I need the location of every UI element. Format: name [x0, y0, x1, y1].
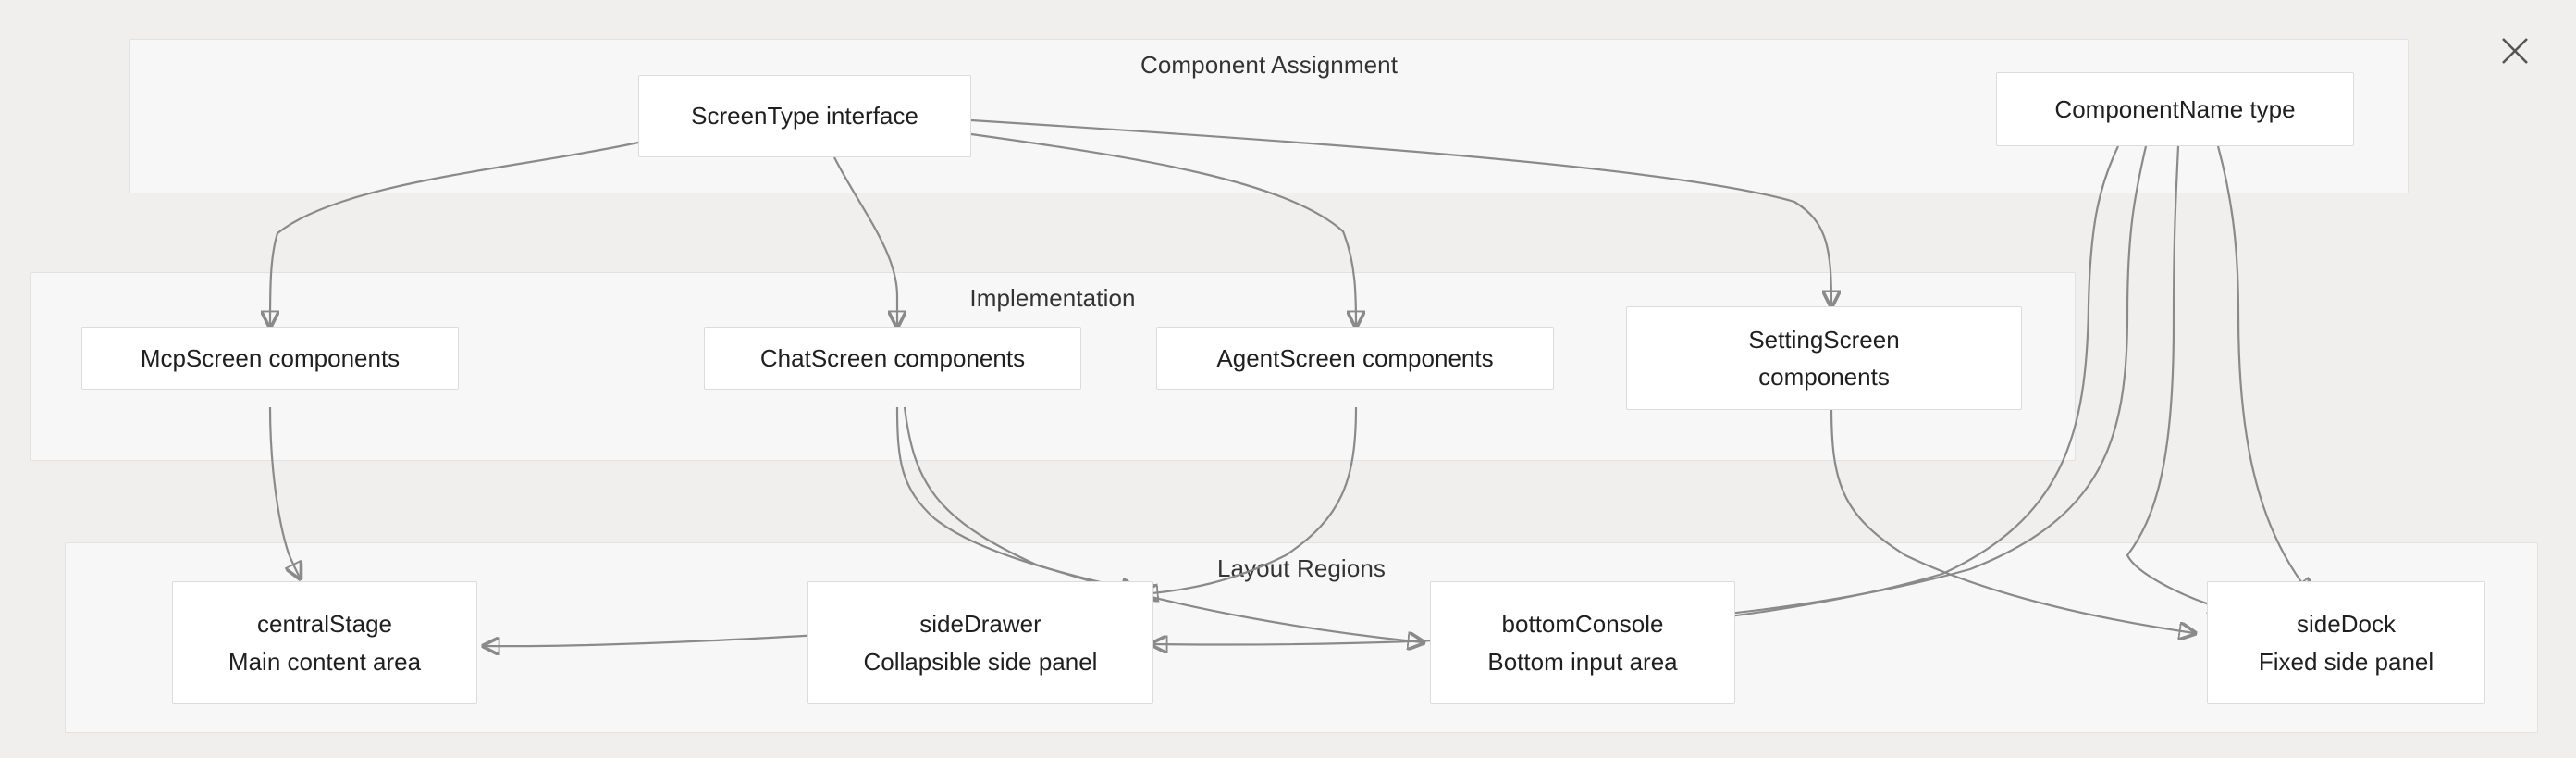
node-label: ChatScreen components [759, 343, 1026, 372]
node-screentype-interface[interactable]: ScreenType interface [638, 75, 971, 157]
node-centralstage[interactable]: centralStage Main content area [172, 581, 477, 704]
node-label-line2: Main content area [228, 647, 422, 676]
node-bottomconsole[interactable]: bottomConsole Bottom input area [1430, 581, 1735, 704]
node-label: ScreenType interface [691, 102, 918, 130]
node-label-line2: Bottom input area [1487, 647, 1678, 676]
close-icon [2502, 38, 2528, 64]
node-label: ComponentName type [2054, 94, 2296, 123]
node-label: bottomConsole [1501, 610, 1664, 639]
node-label: McpScreen components [140, 343, 401, 372]
node-chatscreen-components[interactable]: ChatScreen components [704, 327, 1081, 390]
node-label: AgentScreen components [1216, 343, 1494, 372]
node-label: sideDrawer [919, 610, 1041, 639]
node-settingscreen-components[interactable]: SettingScreen components [1626, 306, 2022, 410]
edge-componentname-to-sidedock [2126, 145, 2224, 609]
node-sidedock[interactable]: sideDock Fixed side panel [2207, 581, 2485, 704]
edge-componentname-to-sidedock-alt [2216, 145, 2311, 594]
node-mcpscreen-components[interactable]: McpScreen components [81, 327, 459, 390]
node-label: centralStage [257, 610, 392, 639]
node-componentname-type[interactable]: ComponentName type [1996, 72, 2354, 146]
close-button[interactable] [2496, 31, 2534, 70]
node-agentscreen-components[interactable]: AgentScreen components [1156, 327, 1554, 390]
node-label: SettingScreen [1748, 325, 1900, 354]
cluster-label-layout-regions: Layout Regions [1216, 554, 1387, 582]
node-sidedrawer[interactable]: sideDrawer Collapsible side panel [807, 581, 1153, 704]
node-label: sideDock [2297, 610, 2396, 639]
node-label-line2: components [1758, 363, 1890, 391]
node-label-line2: Collapsible side panel [863, 647, 1098, 676]
node-label-line2: Fixed side panel [2258, 647, 2434, 676]
